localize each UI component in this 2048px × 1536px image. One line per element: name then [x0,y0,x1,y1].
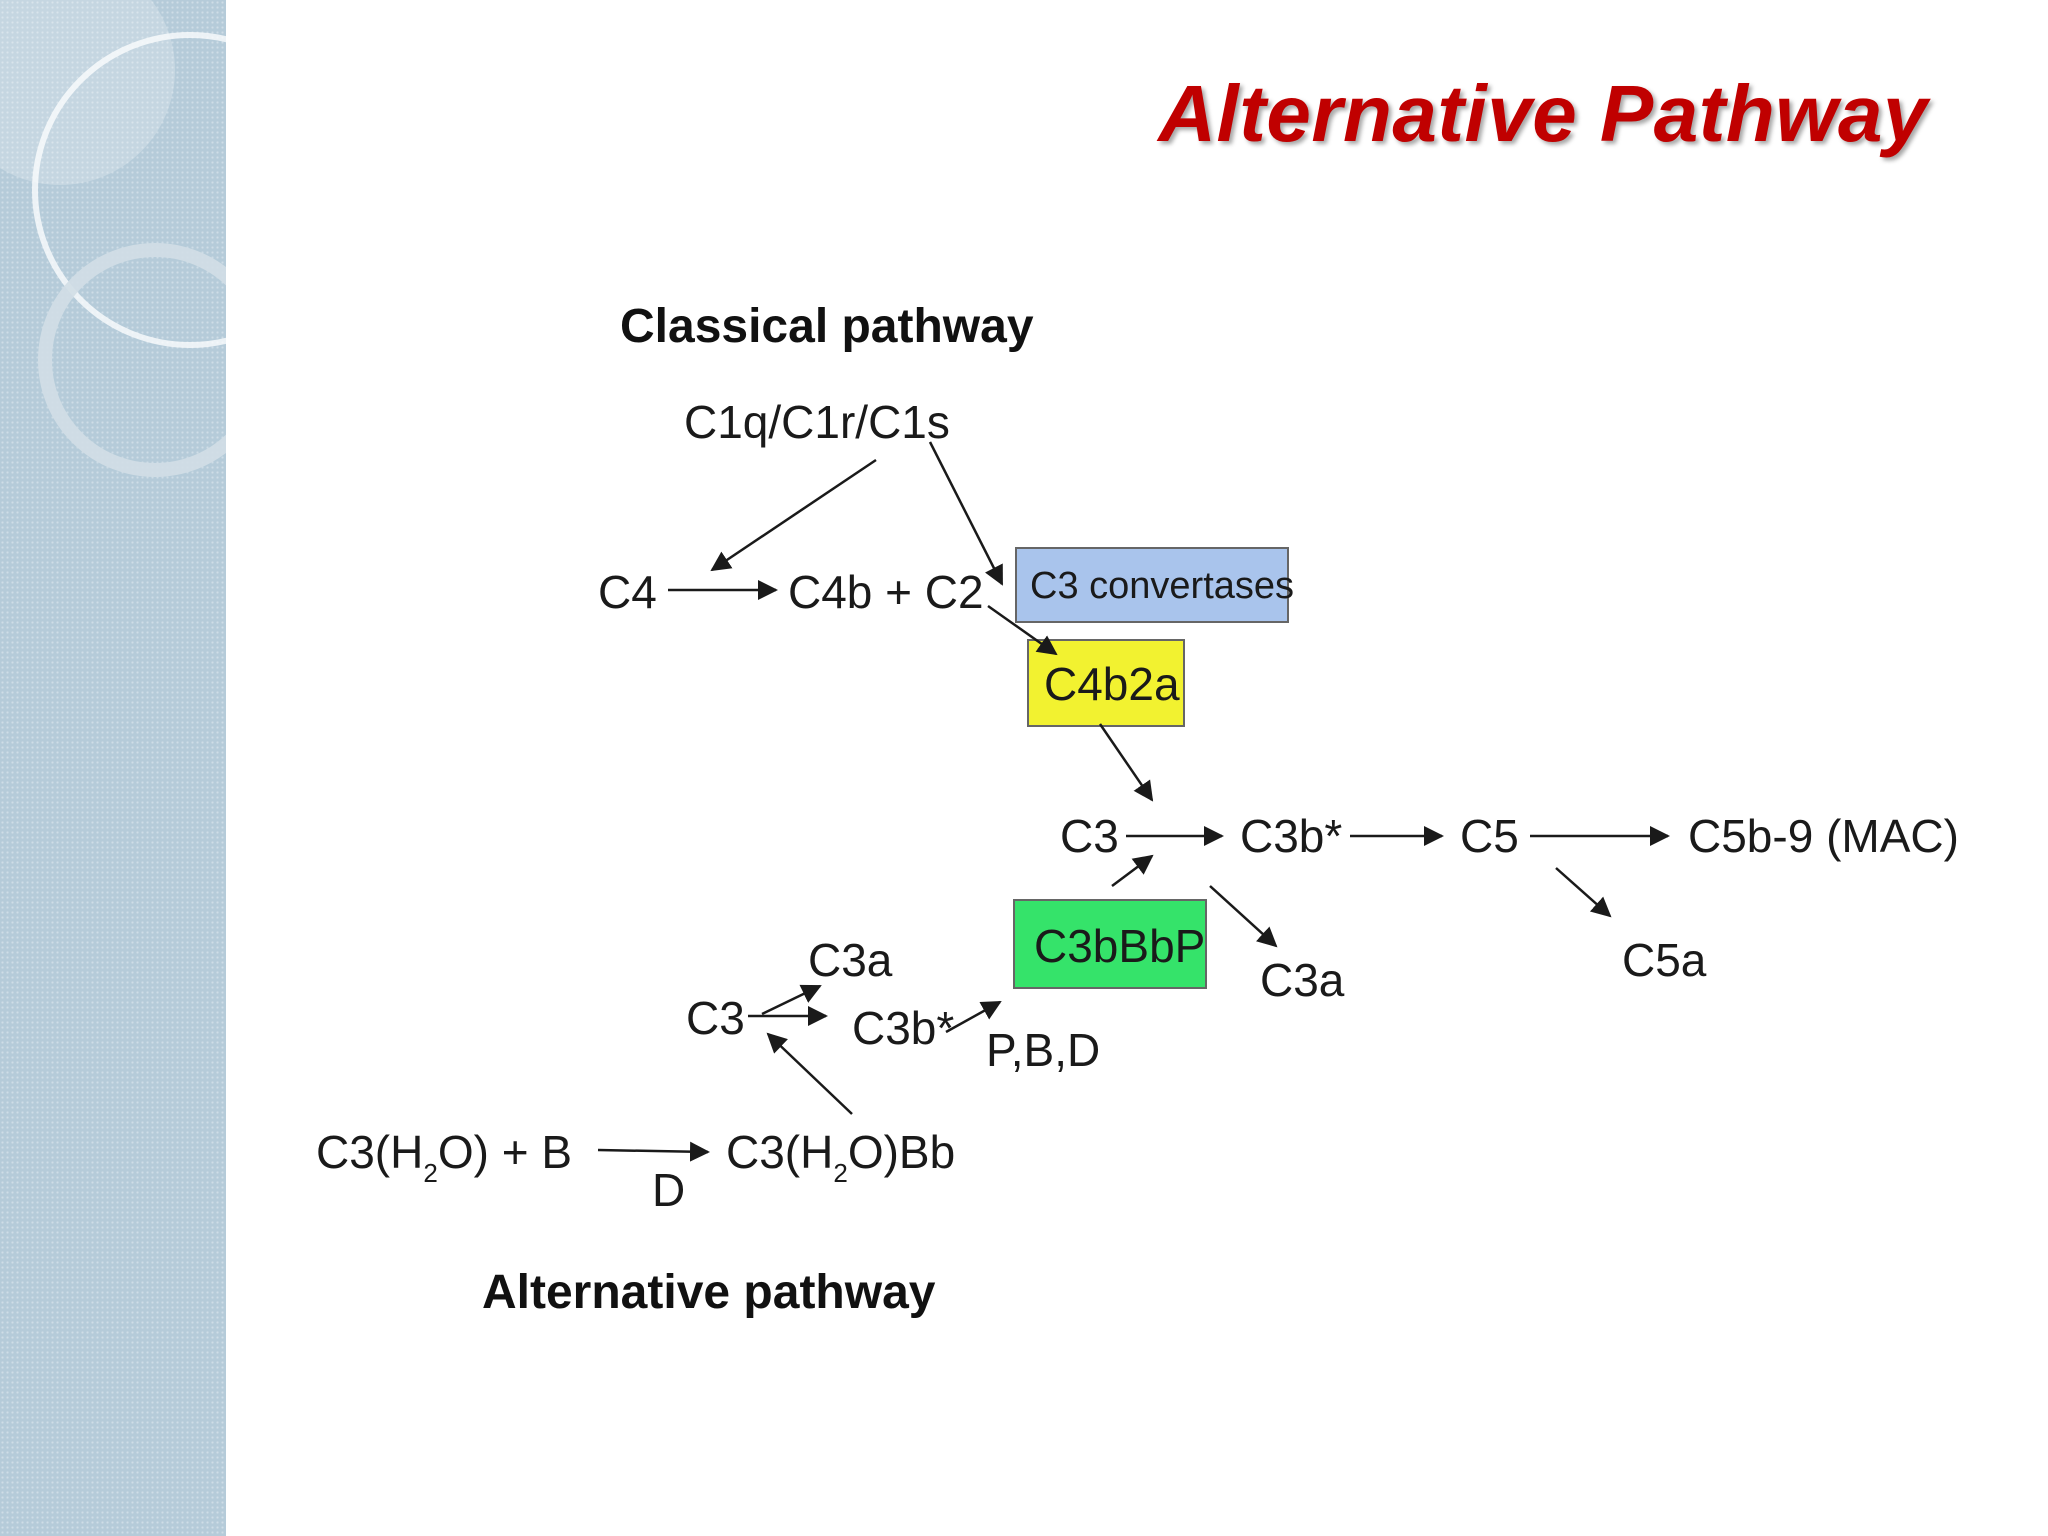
product-label: C3(H2O)Bb [726,1126,955,1188]
c3bbbp-label: C3bBbP [1034,920,1205,972]
arrow-reactant-to-product [597,1141,710,1162]
c3-convertases-box [1015,547,1289,623]
c3-alt-label: C3 [686,992,745,1044]
arrow-c5-to-c5a [1555,867,1612,918]
c3bbbp-box [1013,899,1207,989]
c3-main-label: C3 [1060,810,1119,862]
arrow-c3bbbp-to-c3 [1111,854,1154,887]
c1-complex-label: C1q/C1r/C1s [684,396,950,448]
slide-title: Alternative Pathway [1158,69,1928,158]
c4b-c2-label: C4b + C2 [788,566,984,618]
arrow-c1-to-c4 [710,458,877,572]
arrow-c4b2a-to-c3 [1098,723,1154,802]
arrow-c3-to-c3a-alt [761,984,822,1016]
c5-label: C5 [1460,810,1519,862]
arrow-c2-to-c4b2a [987,604,1058,656]
c3b-main-label: C3b* [1240,810,1342,862]
c4b2a-label: C4b2a [1044,658,1180,710]
decorative-circles [0,0,226,477]
c3b-alt-label: C3b* [852,1002,954,1054]
deco-disc [0,0,175,185]
c3-convertases-label: C3 convertases [1030,565,1294,607]
c3a-alt-label: C3a [808,934,893,986]
c3a-main-label: C3a [1260,954,1345,1006]
pbd-label: P,B,D [986,1024,1100,1076]
c5a-label: C5a [1622,934,1707,986]
arrow-to-c3a [1209,885,1278,948]
classical-pathway-header: Classical pathway [620,300,1034,353]
mac-label: C5b-9 (MAC) [1688,810,1959,862]
factor-d-label: D [652,1164,685,1216]
arrow-c3h2obb-to-c3 [766,1032,853,1115]
sidebar-panel [0,0,226,1536]
arrow-c3b-to-pbd [945,1000,1002,1034]
deco-ring-small [38,243,226,477]
deco-ring-large [32,32,226,348]
c4b2a-box [1027,639,1185,727]
c4-label: C4 [598,566,657,618]
reactant-label: C3(H2O) + B [316,1126,572,1188]
alternative-pathway-header: Alternative pathway [482,1266,936,1319]
arrow-c1-to-convertases [928,441,1004,586]
